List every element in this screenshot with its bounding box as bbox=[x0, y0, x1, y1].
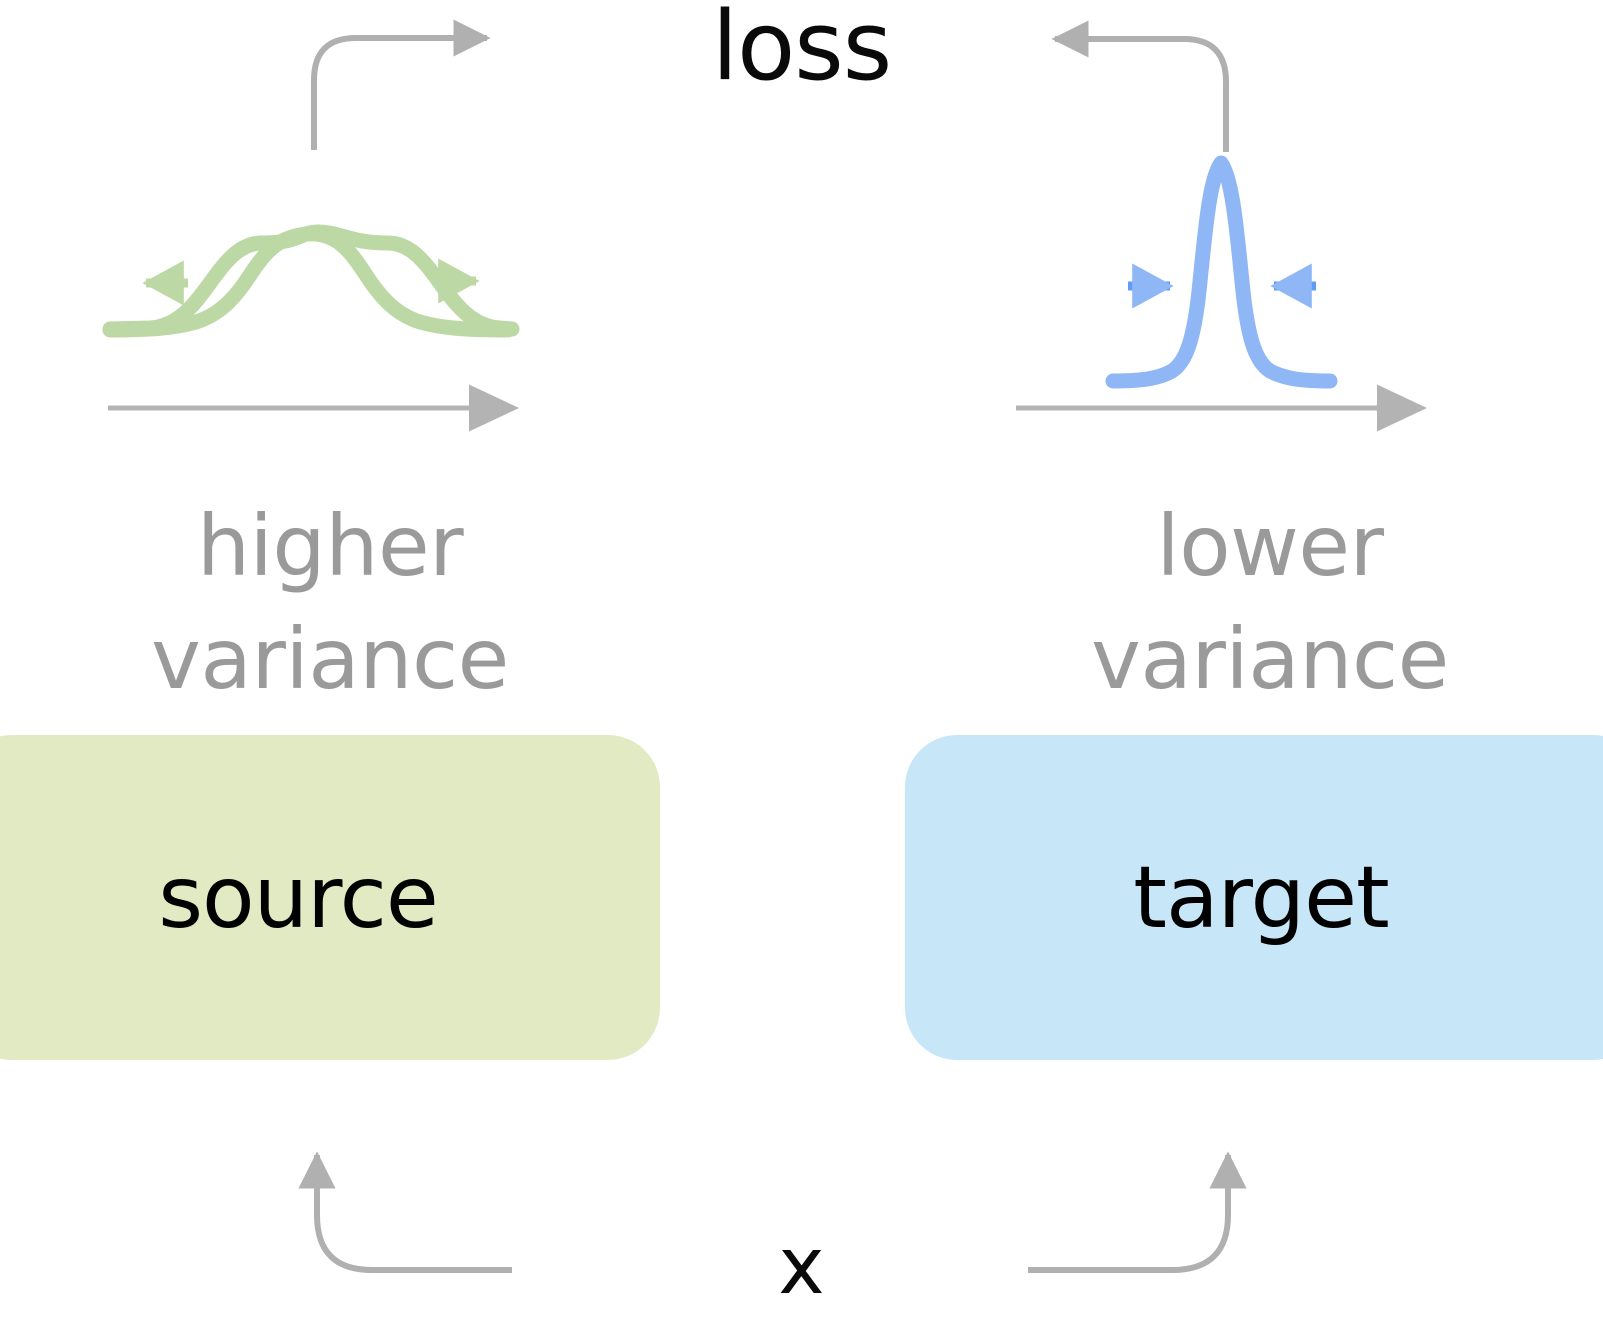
source-variance-line-2: variance bbox=[151, 610, 509, 709]
target-variance-label: lower variance bbox=[1010, 490, 1530, 717]
target-variance-line-2: variance bbox=[1091, 610, 1449, 709]
input-x-label: x bbox=[778, 1222, 825, 1312]
target-variance-line-1: lower bbox=[1156, 497, 1384, 595]
source-distribution-curve-smooth bbox=[102, 226, 516, 338]
source-node-box[interactable]: source bbox=[0, 735, 660, 1060]
target-node-box[interactable]: target bbox=[905, 735, 1603, 1060]
source-variance-line-1: higher bbox=[196, 497, 464, 595]
source-distribution-curve bbox=[102, 224, 520, 337]
source-node-label: source bbox=[158, 847, 439, 948]
spread-outward-arrows-icon bbox=[142, 258, 480, 306]
loss-label: loss bbox=[711, 0, 893, 102]
target-distribution-curve bbox=[1105, 155, 1338, 389]
target-node-label: target bbox=[1133, 847, 1389, 948]
source-variance-label: higher variance bbox=[70, 490, 590, 717]
